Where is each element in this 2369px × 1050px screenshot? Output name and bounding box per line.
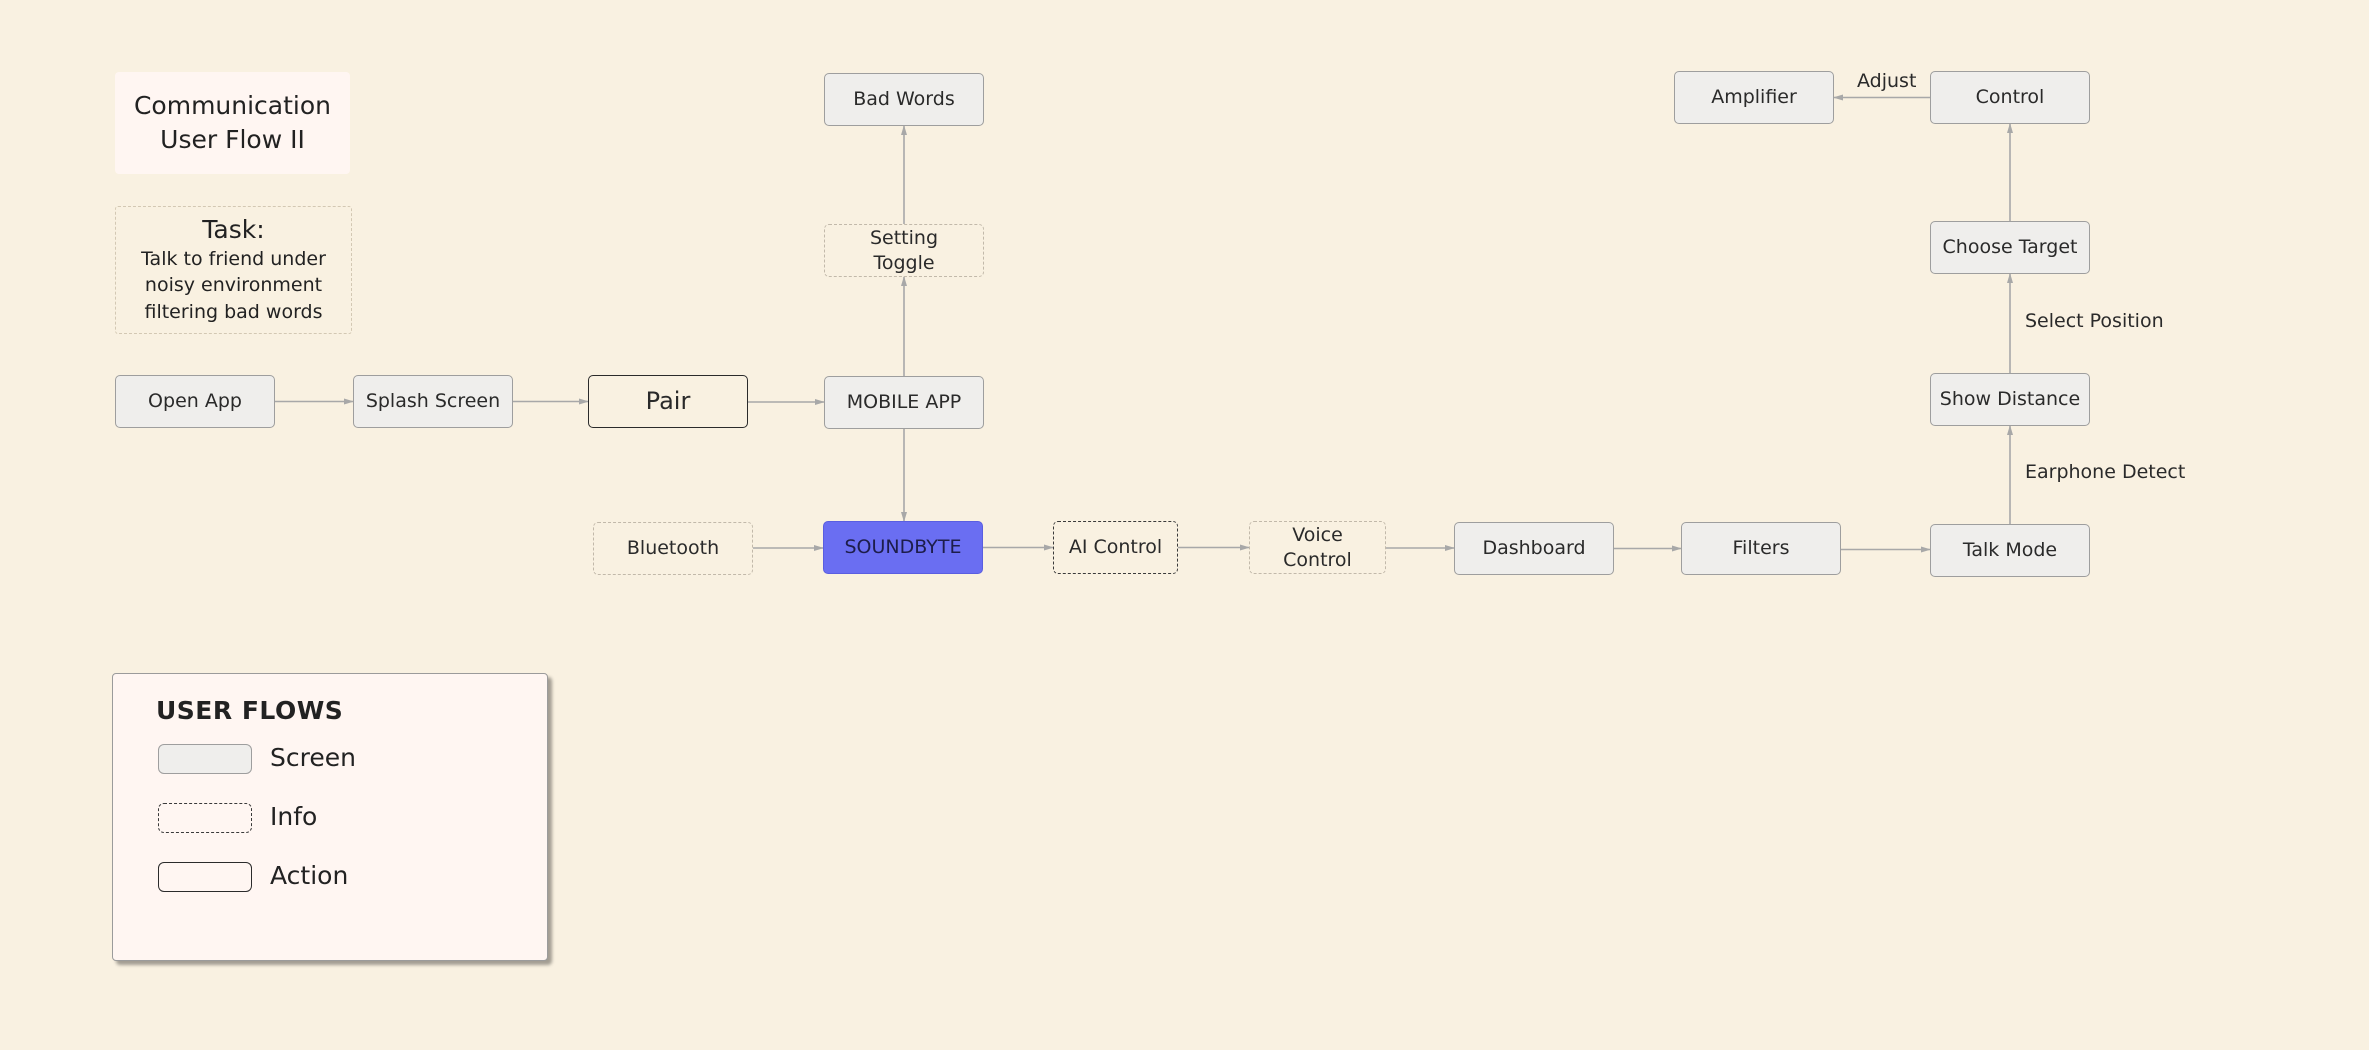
legend-label-info: Info <box>270 802 318 831</box>
node-amplifier: Amplifier <box>1674 71 1834 124</box>
legend-label-action: Action <box>270 861 349 890</box>
task-heading: Task: <box>202 214 265 244</box>
node-bad-words: Bad Words <box>824 73 984 126</box>
node-label: MOBILE APP <box>846 391 962 414</box>
legend-title: USER FLOWS <box>156 696 344 725</box>
node-choose-target: Choose Target <box>1930 221 2090 274</box>
node-open-app: Open App <box>115 375 275 428</box>
diagram-title: Communication User Flow II <box>115 72 350 174</box>
node-label: Control <box>1975 86 2045 109</box>
node-soundbyte: SOUNDBYTE <box>823 521 983 574</box>
legend-swatch-action <box>158 862 252 892</box>
node-talk-mode: Talk Mode <box>1930 524 2090 577</box>
task-card: Task: Talk to friend under noisy environ… <box>115 206 352 334</box>
node-label: Talk Mode <box>1962 539 2058 562</box>
node-label: Choose Target <box>1942 236 2078 259</box>
legend-swatch-screen <box>158 744 252 774</box>
node-label: Bad Words <box>853 88 955 111</box>
edge-label: Select Position <box>2025 310 2164 332</box>
node-label: Amplifier <box>1711 86 1797 109</box>
node-label: Bluetooth <box>626 537 720 560</box>
node-mobile-app: MOBILE APP <box>824 376 984 429</box>
node-label: SOUNDBYTE <box>844 536 962 559</box>
task-description: Talk to friend under noisy environment f… <box>141 247 326 323</box>
node-bluetooth: Bluetooth <box>593 522 753 575</box>
node-pair: Pair <box>588 375 748 428</box>
node-label: Pair <box>645 386 691 415</box>
node-splash-screen: Splash Screen <box>353 375 513 428</box>
node-filters: Filters <box>1681 522 1841 575</box>
node-label: Setting Toggle <box>869 226 939 274</box>
node-label: Filters <box>1732 537 1790 560</box>
node-dashboard: Dashboard <box>1454 522 1614 575</box>
legend-swatch-info <box>158 803 252 833</box>
edge-label: Adjust <box>1857 70 1917 92</box>
node-label: Open App <box>148 390 242 413</box>
edge-label: Earphone Detect <box>2025 461 2186 483</box>
diagram-title-text: Communication User Flow II <box>133 91 332 154</box>
node-show-distance: Show Distance <box>1930 373 2090 426</box>
node-label: AI Control <box>1068 536 1163 559</box>
node-setting-toggle: Setting Toggle <box>824 224 984 277</box>
node-ai-control: AI Control <box>1053 521 1178 574</box>
node-label: Dashboard <box>1482 537 1586 560</box>
node-voice-control: Voice Control <box>1249 521 1386 574</box>
node-label: Voice Control <box>1283 523 1352 571</box>
node-control: Control <box>1930 71 2090 124</box>
node-label: Show Distance <box>1939 388 2081 411</box>
legend-label-screen: Screen <box>270 743 356 772</box>
node-label: Splash Screen <box>365 390 501 413</box>
